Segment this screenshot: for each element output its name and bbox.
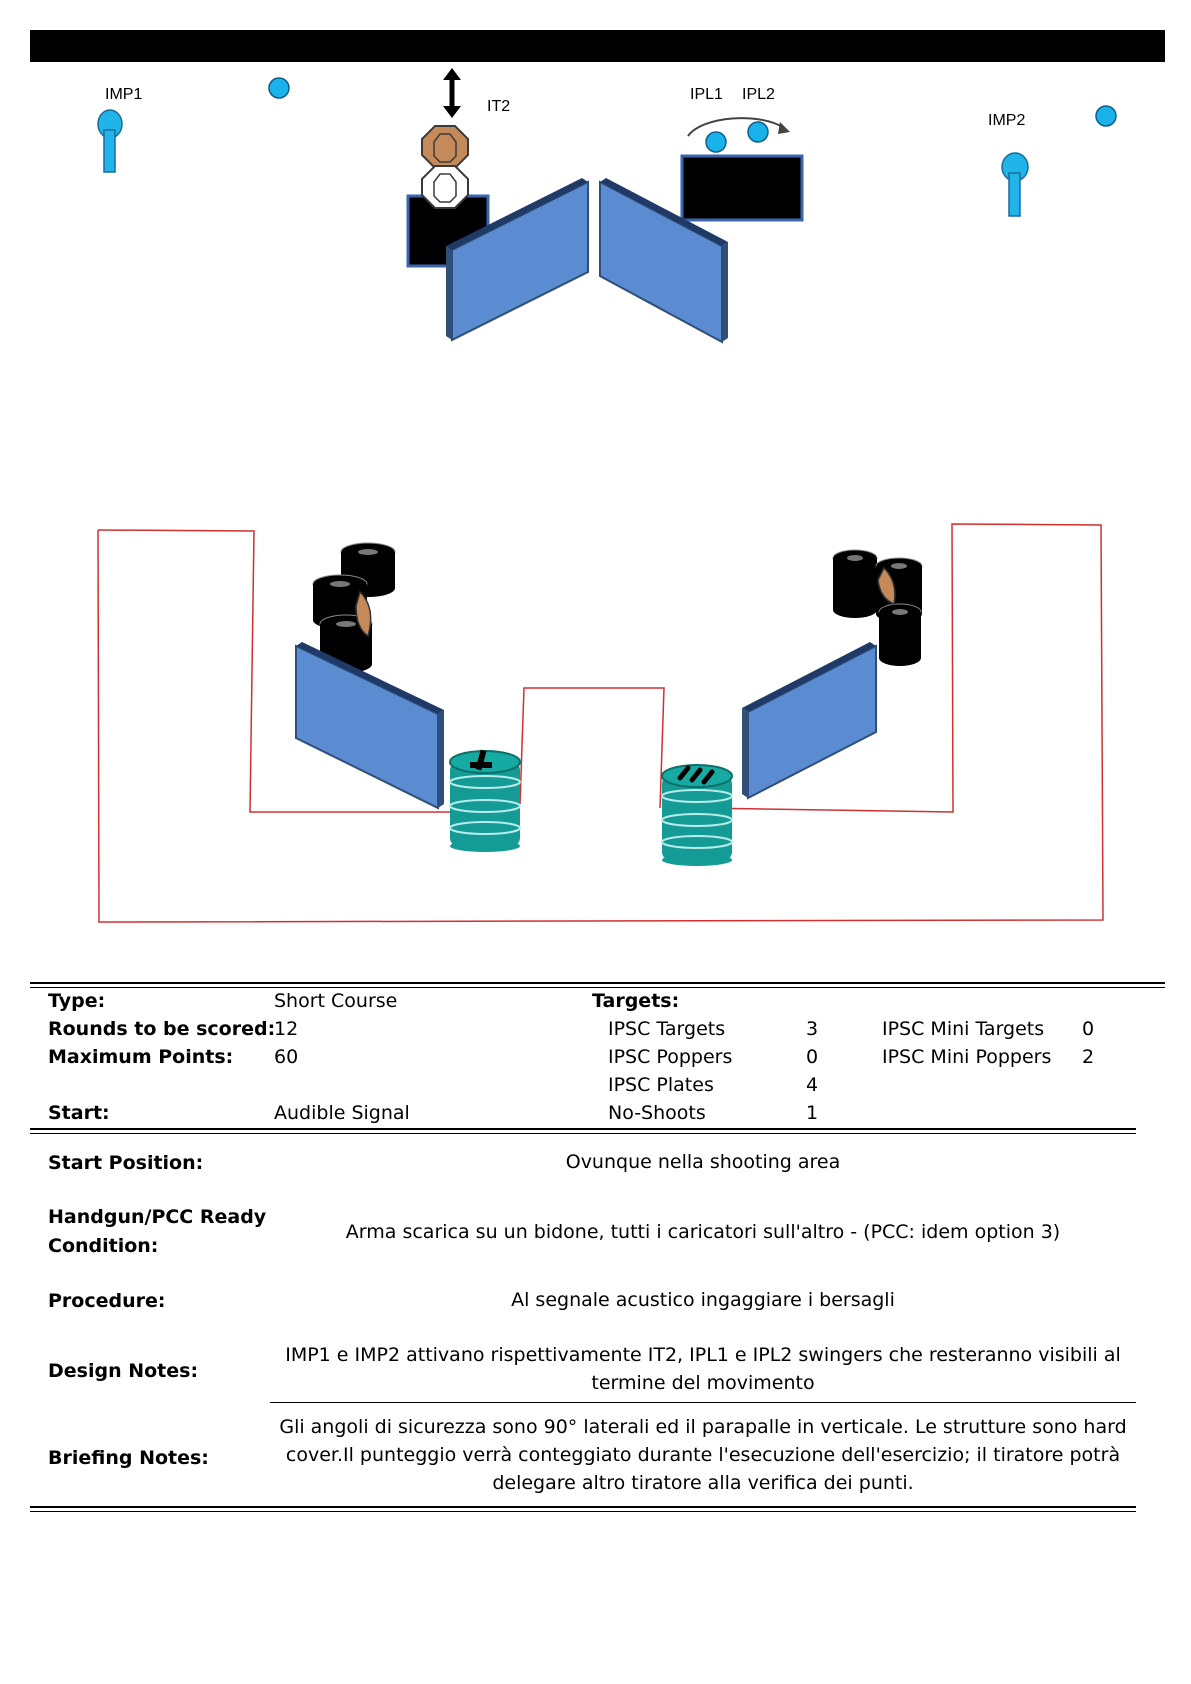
barrel-left <box>449 749 521 852</box>
wall-top-left <box>446 178 589 342</box>
divider-mid-2 <box>30 1133 1136 1134</box>
divider-mid <box>30 1128 1136 1130</box>
ipsc-target-it2 <box>421 125 469 169</box>
divider-notes <box>270 1402 1136 1403</box>
handgun-icon <box>470 749 492 771</box>
mini-target-name: IPSC Mini Targets <box>882 1018 1045 1040</box>
wall-bottom-left <box>295 642 444 810</box>
label-imp1: IMP1 <box>105 86 143 103</box>
tire-stack-right <box>832 549 923 666</box>
max-points-label: Maximum Points: <box>48 1046 234 1068</box>
mini-target-count: 0 <box>1082 1018 1095 1040</box>
mini-popper-imp2 <box>1001 152 1029 217</box>
target-count: 0 <box>806 1046 819 1068</box>
start-label: Start: <box>48 1102 110 1124</box>
briefing-notes-label: Briefing Notes: <box>48 1447 209 1469</box>
plate-stand-box <box>680 154 804 222</box>
target-name: IPSC Plates <box>608 1074 714 1096</box>
target-count: 1 <box>806 1102 819 1124</box>
divider-bottom <box>30 1506 1136 1508</box>
double-arrow-icon <box>443 68 461 118</box>
briefing-notes-line-3: delegare altro tiratore alla verifica de… <box>492 1472 914 1494</box>
ready-condition-label-2: Condition: <box>48 1235 159 1257</box>
plate-ipl2 <box>747 121 769 143</box>
plate-top-right <box>1095 105 1117 127</box>
plate-ipl1 <box>705 131 727 153</box>
design-notes-line-1: IMP1 e IMP2 attivano rispettivamente IT2… <box>285 1344 1121 1366</box>
fault-line <box>97 523 1104 923</box>
design-notes-label: Design Notes: <box>48 1360 199 1382</box>
magazines-icon <box>677 765 715 785</box>
mini-target-count: 2 <box>1082 1046 1095 1068</box>
start-position-label: Start Position: <box>48 1152 204 1174</box>
rounds-value: 12 <box>274 1018 299 1040</box>
type-label: Type: <box>48 990 106 1012</box>
mini-target-name: IPSC Mini Poppers <box>882 1046 1052 1068</box>
wall-top-right <box>599 178 728 344</box>
briefing-notes-line-1: Gli angoli di sicurezza sono 90° lateral… <box>279 1416 1127 1438</box>
label-ipl1: IPL1 <box>690 86 723 103</box>
targets-label: Targets: <box>592 990 680 1012</box>
label-it2: IT2 <box>487 98 511 115</box>
target-name: No-Shoots <box>608 1102 706 1124</box>
wall-bottom-right <box>742 642 877 800</box>
procedure-value: Al segnale acustico ingaggiare i bersagl… <box>511 1289 895 1311</box>
label-imp2: IMP2 <box>988 112 1026 129</box>
start-value: Audible Signal <box>274 1102 410 1124</box>
start-position-value: Ovunque nella shooting area <box>565 1151 841 1173</box>
target-count: 3 <box>806 1018 819 1040</box>
briefing-notes-line-2: cover.Il punteggio verrà conteggiato dur… <box>285 1444 1121 1466</box>
rounds-label: Rounds to be scored: <box>48 1018 276 1040</box>
divider-top-2 <box>30 987 1165 988</box>
ready-condition-label-1: Handgun/PCC Ready <box>48 1206 267 1228</box>
barrel-right <box>661 764 733 866</box>
max-points-value: 60 <box>274 1046 299 1068</box>
ready-condition-value: Arma scarica su un bidone, tutti i caric… <box>345 1221 1061 1243</box>
plate-top-left <box>268 77 290 99</box>
label-ipl2: IPL2 <box>742 86 775 103</box>
type-value: Short Course <box>274 990 398 1012</box>
procedure-label: Procedure: <box>48 1290 166 1312</box>
swing-arrow-icon <box>687 117 790 137</box>
mini-popper-imp1 <box>97 109 123 173</box>
target-count: 4 <box>806 1074 819 1096</box>
divider-bottom-2 <box>30 1511 1136 1512</box>
target-name: IPSC Poppers <box>608 1046 733 1068</box>
header-bar <box>30 30 1165 62</box>
design-notes-line-2: termine del movimento <box>591 1372 815 1394</box>
divider-top <box>30 982 1165 984</box>
target-name: IPSC Targets <box>608 1018 726 1040</box>
tire-stack-left <box>312 542 396 673</box>
no-shoot-target <box>421 165 469 209</box>
